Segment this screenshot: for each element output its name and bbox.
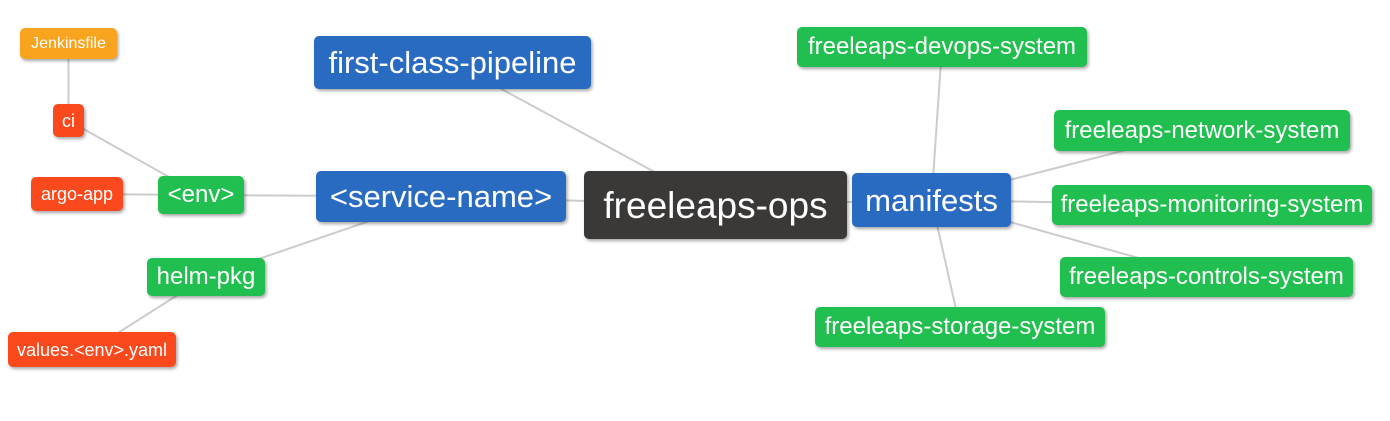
node-values-env-yaml[interactable]: values.<env>.yaml — [8, 332, 176, 367]
node-manifests[interactable]: manifests — [852, 173, 1011, 227]
node-first-class-pipeline[interactable]: first-class-pipeline — [314, 36, 591, 89]
node-freeleaps-devops-system[interactable]: freeleaps-devops-system — [797, 27, 1087, 67]
node-freeleaps-ops[interactable]: freeleaps-ops — [584, 171, 847, 239]
node-freeleaps-storage-system[interactable]: freeleaps-storage-system — [815, 307, 1105, 347]
node-freeleaps-controls-system[interactable]: freeleaps-controls-system — [1060, 257, 1353, 297]
node-freeleaps-monitoring-system[interactable]: freeleaps-monitoring-system — [1052, 185, 1372, 225]
node-jenkinsfile[interactable]: Jenkinsfile — [20, 28, 117, 59]
node-argo-app[interactable]: argo-app — [31, 177, 123, 211]
node-freeleaps-network-system[interactable]: freeleaps-network-system — [1054, 110, 1350, 151]
node-helm-pkg[interactable]: helm-pkg — [147, 258, 265, 296]
node-service-name[interactable]: <service-name> — [316, 171, 566, 222]
node-env[interactable]: <env> — [158, 176, 244, 214]
node-ci[interactable]: ci — [53, 104, 84, 137]
